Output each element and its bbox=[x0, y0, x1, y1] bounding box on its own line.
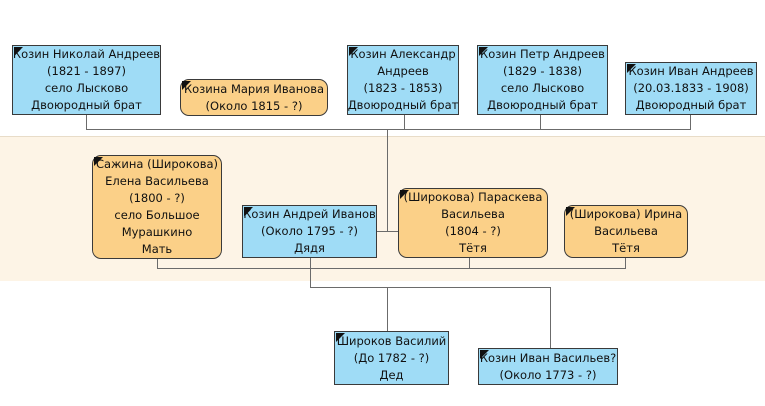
connector-line bbox=[310, 257, 311, 269]
person-dates: (1804 - ?) bbox=[445, 224, 501, 238]
person-place: село Большое bbox=[114, 208, 200, 222]
person-card-ivan-andreev[interactable]: Козин Иван Андреев (20.03.1833 - 1908) Д… bbox=[625, 62, 757, 115]
person-name: Васильева bbox=[594, 224, 658, 238]
connector-line bbox=[310, 268, 311, 287]
connector-line bbox=[690, 114, 691, 130]
person-name: Андреев bbox=[377, 64, 429, 78]
person-name: Широков Василий bbox=[336, 333, 447, 348]
person-name: Козин Иван Васильев? bbox=[479, 350, 617, 365]
connector-line bbox=[157, 257, 158, 269]
person-dates: (До 1782 - ?) bbox=[353, 350, 430, 365]
connector-line bbox=[404, 114, 405, 130]
person-name: Козин Андрей Иванов bbox=[243, 207, 376, 221]
person-dates: (Около 1773 - ?) bbox=[499, 367, 597, 382]
person-dates: (20.03.1833 - 1908) bbox=[633, 81, 749, 95]
connector-line bbox=[376, 231, 400, 232]
connector-line bbox=[86, 129, 691, 130]
person-card-petr[interactable]: Козин Петр Андреев (1829 - 1838) село Лы… bbox=[477, 45, 608, 115]
connector-line bbox=[387, 129, 388, 231]
person-card-aleksandr[interactable]: Козин Александр Андреев (1823 - 1853) Дв… bbox=[347, 45, 459, 115]
connector-line bbox=[550, 287, 551, 348]
person-name: Козина Мария Иванова bbox=[183, 81, 325, 96]
person-card-paraskeva[interactable]: (Широкова) Параскева Васильева (1804 - ?… bbox=[398, 188, 548, 258]
connector-line bbox=[469, 257, 470, 269]
person-relation: Мать bbox=[141, 242, 173, 256]
person-dates: (1821 - 1897) bbox=[47, 64, 126, 78]
connector-line bbox=[387, 287, 388, 331]
connector-line bbox=[625, 257, 626, 269]
connector-line bbox=[86, 114, 87, 130]
person-card-ivan-vasilev[interactable]: Козин Иван Васильев? (Около 1773 - ?) bbox=[478, 348, 618, 385]
person-place: село Лысково bbox=[44, 81, 129, 95]
person-relation: Дед bbox=[379, 367, 404, 382]
person-name: Сажина (Широкова) bbox=[95, 157, 219, 171]
person-name: Козин Петр Андреев bbox=[480, 47, 605, 61]
person-dates: (Около 1815 - ?) bbox=[205, 98, 303, 113]
person-relation: Двоюродный брат bbox=[635, 98, 747, 112]
person-name: Елена Васильева bbox=[105, 174, 209, 188]
person-card-elena[interactable]: Сажина (Широкова) Елена Васильева (1800 … bbox=[92, 155, 222, 259]
person-name: Козин Александр bbox=[350, 47, 456, 61]
person-relation: Двоюродный брат bbox=[347, 98, 459, 112]
person-dates: (Около 1795 - ?) bbox=[261, 224, 358, 238]
person-card-andrey[interactable]: Козин Андрей Иванов (Около 1795 - ?) Дяд… bbox=[242, 205, 377, 258]
person-card-maria[interactable]: Козина Мария Иванова (Около 1815 - ?) bbox=[180, 79, 328, 116]
person-name: Козин Иван Андреев bbox=[628, 64, 754, 78]
person-relation: Двоюродный брат bbox=[31, 98, 142, 112]
person-relation: Тётя bbox=[612, 241, 640, 255]
person-place: село Лысково bbox=[500, 81, 585, 95]
person-card-nikolay[interactable]: Козин Николай Андреев (1821 - 1897) село… bbox=[12, 45, 161, 115]
person-card-irina[interactable]: (Широкова) Ирина Васильева Тётя bbox=[564, 205, 688, 258]
connector-line bbox=[157, 268, 626, 269]
person-place: Мурашкино bbox=[121, 225, 193, 239]
person-name: Козин Николай Андреев bbox=[12, 47, 161, 61]
person-card-vasiliy[interactable]: Широков Василий (До 1782 - ?) Дед bbox=[334, 331, 449, 385]
person-relation: Тётя bbox=[459, 241, 487, 255]
person-name: (Широкова) Параскева bbox=[403, 190, 543, 204]
connector-line bbox=[540, 114, 541, 130]
person-dates: (1800 - ?) bbox=[129, 191, 185, 205]
connector-line bbox=[310, 287, 550, 288]
person-dates: (1823 - 1853) bbox=[363, 81, 443, 95]
person-name: Васильева bbox=[441, 207, 505, 221]
person-name: (Широкова) Ирина bbox=[569, 207, 683, 221]
person-relation: Двоюродный брат bbox=[487, 98, 598, 112]
person-relation: Дядя bbox=[294, 241, 325, 255]
person-dates: (1829 - 1838) bbox=[503, 64, 582, 78]
